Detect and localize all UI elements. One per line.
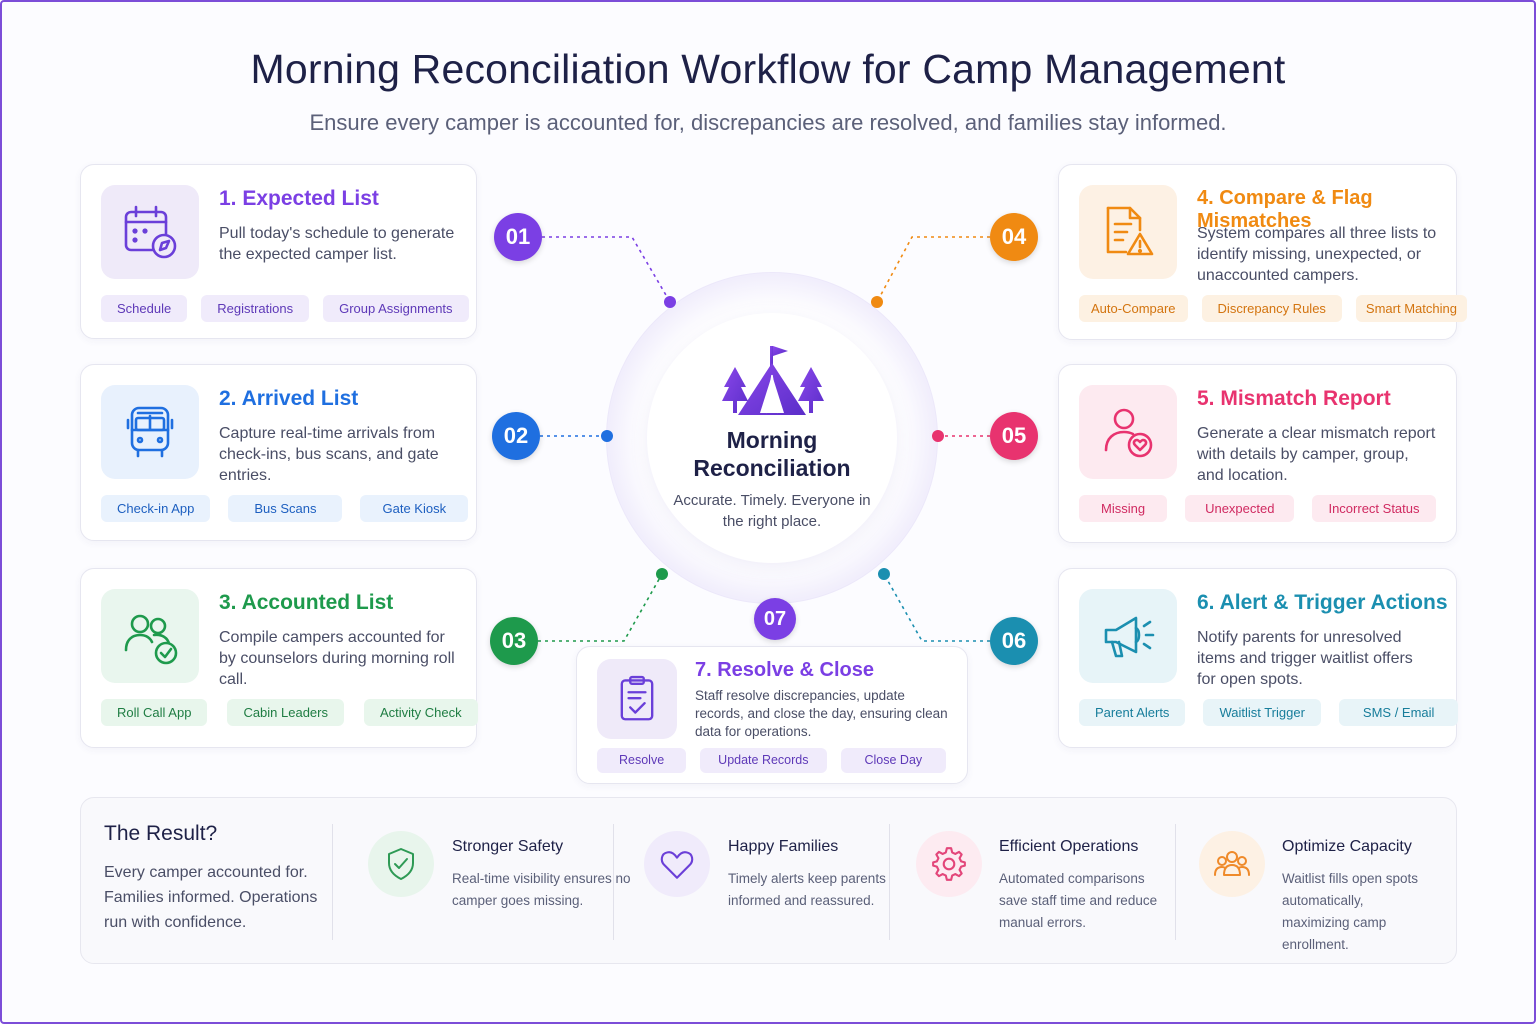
benefit-description: Timely alerts keep parents informed and … [728, 871, 886, 908]
tag[interactable]: Unexpected [1185, 495, 1295, 522]
step-card-compare-flag[interactable]: 4. Compare & Flag Mismatches System comp… [1058, 164, 1467, 340]
divider [613, 824, 614, 940]
step-title: 1. Expected List [219, 187, 379, 210]
tag-list: Schedule Registrations Group Assignments [101, 295, 469, 322]
tag[interactable]: Group Assignments [323, 295, 469, 322]
tag-list: Parent Alerts Waitlist Trigger SMS / Ema… [1079, 699, 1459, 726]
tag[interactable]: Bus Scans [228, 495, 343, 522]
result-title: The Result? [104, 822, 218, 845]
tag[interactable]: Resolve [597, 748, 687, 773]
tag[interactable]: Update Records [700, 748, 827, 773]
step-description: Staff resolve discrepancies, update reco… [695, 688, 948, 739]
tag[interactable]: Gate Kiosk [360, 495, 469, 522]
step-title: 3. Accounted List [219, 591, 394, 614]
center-title: Morning Reconciliation [693, 427, 851, 481]
clipboard-check-icon [597, 659, 677, 739]
divider [332, 824, 333, 940]
step-description: Generate a clear mismatch report with de… [1197, 425, 1436, 484]
tag[interactable]: Auto-Compare [1079, 295, 1188, 322]
step-number-06: 06 [990, 617, 1038, 665]
result-description: Every camper accounted for. Families inf… [104, 864, 318, 931]
tag[interactable]: Activity Check [364, 699, 478, 726]
step-title: 7. Resolve & Close [695, 659, 874, 681]
shield-check-icon [368, 831, 434, 897]
bus-icon [101, 385, 199, 479]
tag[interactable]: Smart Matching [1355, 295, 1467, 322]
tag-list: Roll Call App Cabin Leaders Activity Che… [101, 699, 478, 726]
step-description: System compares all three lists to ident… [1197, 225, 1437, 284]
tag[interactable]: Close Day [840, 748, 947, 773]
center-subtitle: Accurate. Timely. Everyone in the right … [673, 492, 871, 530]
step-card-resolve-close[interactable]: 7. Resolve & Close Staff resolve discrep… [576, 646, 968, 784]
step-card-arrived-list[interactable]: 2. Arrived List Capture real-time arriva… [80, 364, 477, 541]
tag[interactable]: Waitlist Trigger [1203, 699, 1321, 726]
step-number-07: 07 [754, 598, 796, 640]
step-title: 6. Alert & Trigger Actions [1197, 591, 1448, 614]
step-number-02: 02 [492, 412, 540, 460]
divider [1175, 824, 1176, 940]
users-check-icon [101, 589, 199, 683]
group-icon [1199, 831, 1265, 897]
tag[interactable]: Parent Alerts [1079, 699, 1186, 726]
step-number-05: 05 [990, 412, 1038, 460]
tag-list: Resolve Update Records Close Day [597, 748, 947, 773]
gear-icon [916, 831, 982, 897]
calendar-icon [101, 185, 199, 279]
heart-icon [644, 831, 710, 897]
step-title: 4. Compare & Flag Mismatches [1197, 187, 1373, 232]
benefit-title: Happy Families [728, 838, 839, 855]
tag[interactable]: Check-in App [101, 495, 211, 522]
benefit-description: Automated comparisons save staff time an… [999, 871, 1158, 930]
benefit-title: Optimize Capacity [1282, 838, 1412, 855]
benefit-description: Waitlist fills open spots automatically,… [1282, 871, 1419, 952]
page-title: Morning Reconciliation Workflow for Camp… [250, 46, 1286, 92]
step-card-expected-list[interactable]: 1. Expected List Pull today's schedule t… [80, 164, 477, 339]
benefit-title: Efficient Operations [999, 838, 1139, 855]
step-description: Notify parents for unresolved items and … [1197, 629, 1413, 688]
tag[interactable]: Cabin Leaders [227, 699, 344, 726]
tag-list: Check-in App Bus Scans Gate Kiosk [101, 495, 469, 522]
step-description: Compile campers accounted for by counsel… [219, 629, 455, 688]
tag[interactable]: Registrations [201, 295, 310, 322]
step-card-alert-trigger[interactable]: 6. Alert & Trigger Actions Notify parent… [1058, 568, 1459, 748]
megaphone-icon [1079, 589, 1177, 683]
user-heart-icon [1079, 385, 1177, 479]
tag[interactable]: SMS / Email [1338, 699, 1459, 726]
tag[interactable]: Incorrect Status [1312, 495, 1436, 522]
result-panel: The Result? Every camper accounted for. … [80, 797, 1457, 964]
benefit-title: Stronger Safety [452, 838, 564, 855]
step-number-03: 03 [490, 617, 538, 665]
step-card-mismatch-report[interactable]: 5. Mismatch Report Generate a clear mism… [1058, 364, 1457, 543]
step-number-01: 01 [494, 213, 542, 261]
camp-tent-icon [722, 346, 824, 415]
tag[interactable]: Roll Call App [101, 699, 208, 726]
tag-list: Auto-Compare Discrepancy Rules Smart Mat… [1079, 295, 1467, 322]
step-card-accounted-list[interactable]: 3. Accounted List Compile campers accoun… [80, 568, 478, 748]
benefit-description: Real-time visibility ensures no camper g… [452, 871, 631, 908]
step-title: 5. Mismatch Report [1197, 387, 1391, 410]
tag-list: Missing Unexpected Incorrect Status [1079, 495, 1436, 522]
divider [889, 824, 890, 940]
tag[interactable]: Discrepancy Rules [1201, 295, 1342, 322]
step-title: 2. Arrived List [219, 387, 359, 410]
step-number-04: 04 [990, 213, 1038, 261]
tag[interactable]: Missing [1079, 495, 1168, 522]
document-warning-icon [1079, 185, 1177, 279]
page-subtitle: Ensure every camper is accounted for, di… [309, 110, 1227, 135]
tag[interactable]: Schedule [101, 295, 188, 322]
step-description: Pull today's schedule to generate the ex… [219, 225, 455, 263]
step-description: Capture real-time arrivals from check-in… [219, 425, 439, 484]
